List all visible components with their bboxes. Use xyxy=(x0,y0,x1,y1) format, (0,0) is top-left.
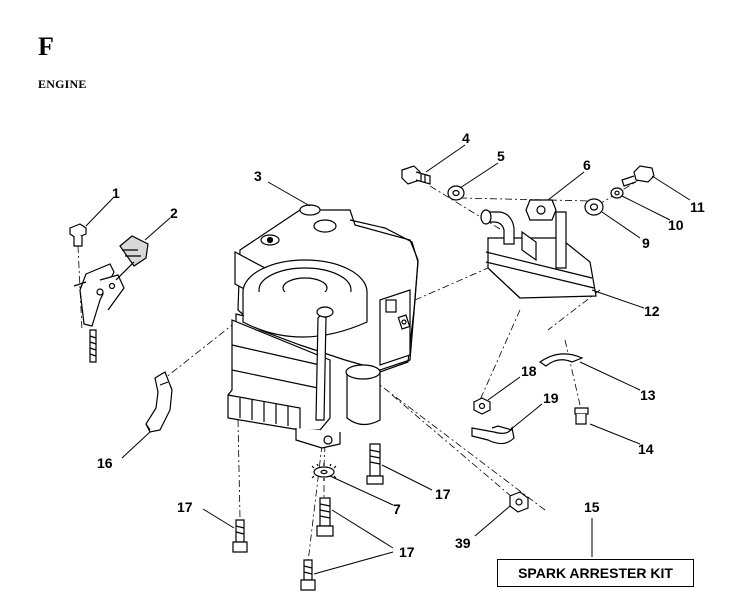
callout-13: 13 xyxy=(640,387,656,403)
bolt-17-left xyxy=(232,519,248,553)
clamp-19 xyxy=(471,425,515,445)
star-washer-7 xyxy=(311,463,337,481)
throttle-bracket xyxy=(73,235,149,363)
bolt-17-upper xyxy=(366,443,384,485)
callout-15: 15 xyxy=(584,499,600,515)
washer-5 xyxy=(447,185,465,201)
callout-12: 12 xyxy=(644,303,660,319)
bolt-17-bottom xyxy=(300,559,316,591)
spark-arrester-screen xyxy=(538,353,584,367)
leader-lines xyxy=(85,144,691,575)
callout-1: 1 xyxy=(112,185,120,201)
nut-18 xyxy=(473,397,491,415)
callout-11: 11 xyxy=(690,199,705,215)
bolt-11 xyxy=(621,165,655,187)
callout-17-c: 17 xyxy=(399,544,415,560)
callout-17-a: 17 xyxy=(435,486,451,502)
callout-9: 9 xyxy=(642,235,650,251)
callout-4: 4 xyxy=(462,130,470,146)
section-letter: F xyxy=(38,32,54,61)
engine xyxy=(227,204,419,449)
callout-10: 10 xyxy=(668,217,684,233)
bolt-1 xyxy=(69,223,87,247)
callout-5: 5 xyxy=(497,148,505,164)
callout-19: 19 xyxy=(543,390,559,406)
section-title: ENGINE xyxy=(38,77,87,91)
washer-10 xyxy=(610,187,624,199)
screw-14 xyxy=(574,407,589,425)
bolt-4 xyxy=(401,165,431,185)
bolt-17-center xyxy=(316,497,334,537)
callout-3: 3 xyxy=(254,168,262,184)
callout-7: 7 xyxy=(393,501,401,517)
callout-6: 6 xyxy=(583,157,591,173)
washer-9 xyxy=(584,198,604,216)
callout-16: 16 xyxy=(97,455,113,471)
callout-39: 39 xyxy=(455,535,471,551)
nut-39 xyxy=(509,491,529,513)
linkage-bracket-16 xyxy=(145,371,173,433)
callout-14: 14 xyxy=(638,441,654,457)
callout-2: 2 xyxy=(170,205,178,221)
callout-17-b: 17 xyxy=(177,499,193,515)
callout-18: 18 xyxy=(521,363,537,379)
muffler xyxy=(480,199,597,299)
callout-labels: 1 2 3 4 5 6 7 9 10 11 12 13 14 15 16 17 … xyxy=(97,130,705,560)
spark-arrester-kit-label: SPARK ARRESTER KIT xyxy=(497,559,694,587)
